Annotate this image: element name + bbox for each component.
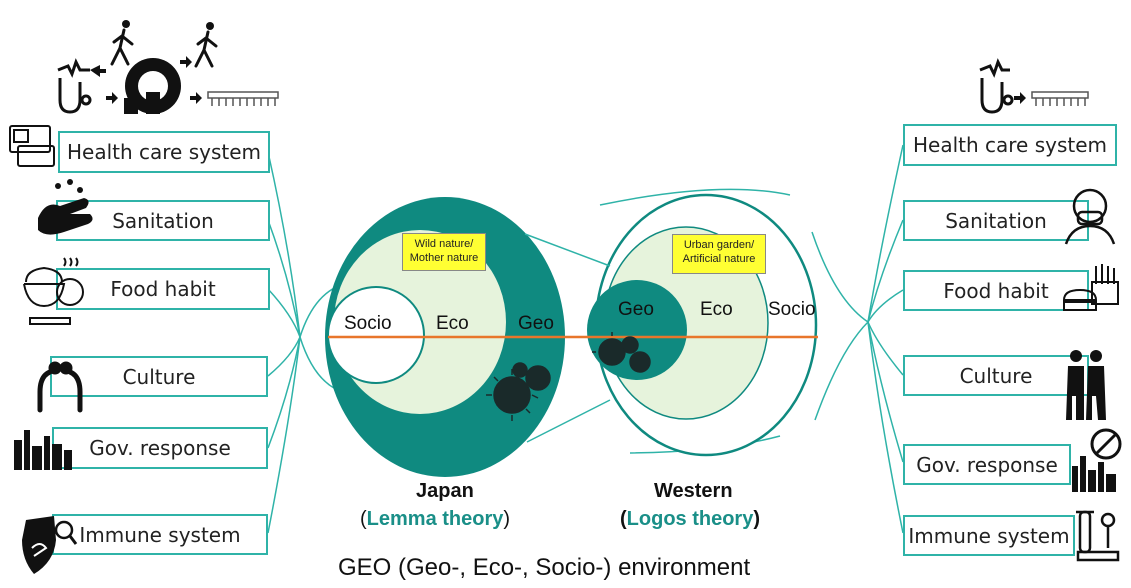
link-lines [524, 233, 611, 443]
japan-callout-line1: Wild nature/ [414, 238, 474, 250]
japan-theory-close: ) [503, 508, 511, 530]
walking-person-icon [110, 20, 134, 66]
hugging-icon [1066, 350, 1106, 420]
western-theory-open: ( [620, 508, 627, 530]
right-factor-sanitation: Sanitation [903, 200, 1089, 241]
western-callout-line2: Artificial nature [682, 253, 756, 265]
mri-scanner-icon [124, 58, 181, 114]
western-socio-label: Socio [768, 299, 816, 320]
japan-geo-label: Geo [518, 313, 554, 334]
no-entry-city-icon [1072, 428, 1122, 492]
right-icons [979, 58, 1122, 562]
right-factor-immune-system: Immune system [903, 515, 1075, 556]
right-factor-health-care: Health care system [903, 124, 1117, 166]
rice-bowl-icon [23, 257, 84, 325]
japan-eco-label: Eco [436, 313, 469, 334]
virus-icon [486, 362, 551, 421]
japan-theory-name: Lemma theory [366, 508, 504, 530]
lab-test-icon [1076, 510, 1120, 562]
japan-callout: Wild nature/ Mother nature [402, 233, 486, 271]
left-factor-health-care: Health care system [58, 131, 270, 173]
hand-washing-icon [38, 179, 93, 235]
city-skyline-icon [14, 430, 72, 470]
diagram-caption: GEO (Geo-, Eco-, Socio-) environment [338, 554, 751, 581]
western-geo-label: Geo [618, 299, 654, 320]
western-title: Western [654, 480, 733, 502]
japan-theory: (Lemma theory) [360, 508, 510, 531]
right-factor-culture: Culture [903, 355, 1089, 396]
immune-shield-icon [22, 516, 78, 574]
face-mask-icon [1064, 188, 1116, 245]
western-theory-name: Logos theory [626, 508, 754, 530]
left-factor-immune-system: Immune system [52, 514, 268, 555]
japan-title: Japan [416, 480, 474, 502]
pcr-tubes-icon [1031, 91, 1089, 106]
pcr-tubes-icon [207, 91, 279, 106]
western-theory: (Logos theory) [620, 508, 760, 531]
western-eco-label: Eco [700, 299, 733, 320]
fast-food-icon [1062, 264, 1119, 311]
left-icons [9, 20, 279, 574]
japan-callout-line2: Mother nature [409, 252, 479, 264]
western-callout-line1: Urban garden/ [683, 239, 755, 251]
health-monitor-icon [979, 58, 1014, 114]
left-factor-gov-response: Gov. response [52, 427, 268, 469]
japan-theory-open: ( [360, 508, 367, 530]
bowing-icon [37, 361, 83, 413]
western-theory-close: ) [753, 508, 761, 530]
japan-socio-circle [327, 286, 425, 384]
virus-icon [592, 332, 651, 373]
japan-socio-label: Socio [344, 313, 392, 334]
left-factor-food-habit: Food habit [56, 268, 270, 310]
arrow-icon [90, 56, 202, 104]
right-factor-gov-response: Gov. response [903, 444, 1071, 485]
arrow-icon [1014, 92, 1026, 104]
left-factor-culture: Culture [50, 356, 268, 397]
left-connectors [267, 151, 349, 534]
id-card-icon [9, 125, 55, 167]
western-callout: Urban garden/ Artificial nature [672, 234, 766, 274]
walking-person-icon [194, 22, 218, 68]
health-monitor-icon [57, 58, 92, 114]
